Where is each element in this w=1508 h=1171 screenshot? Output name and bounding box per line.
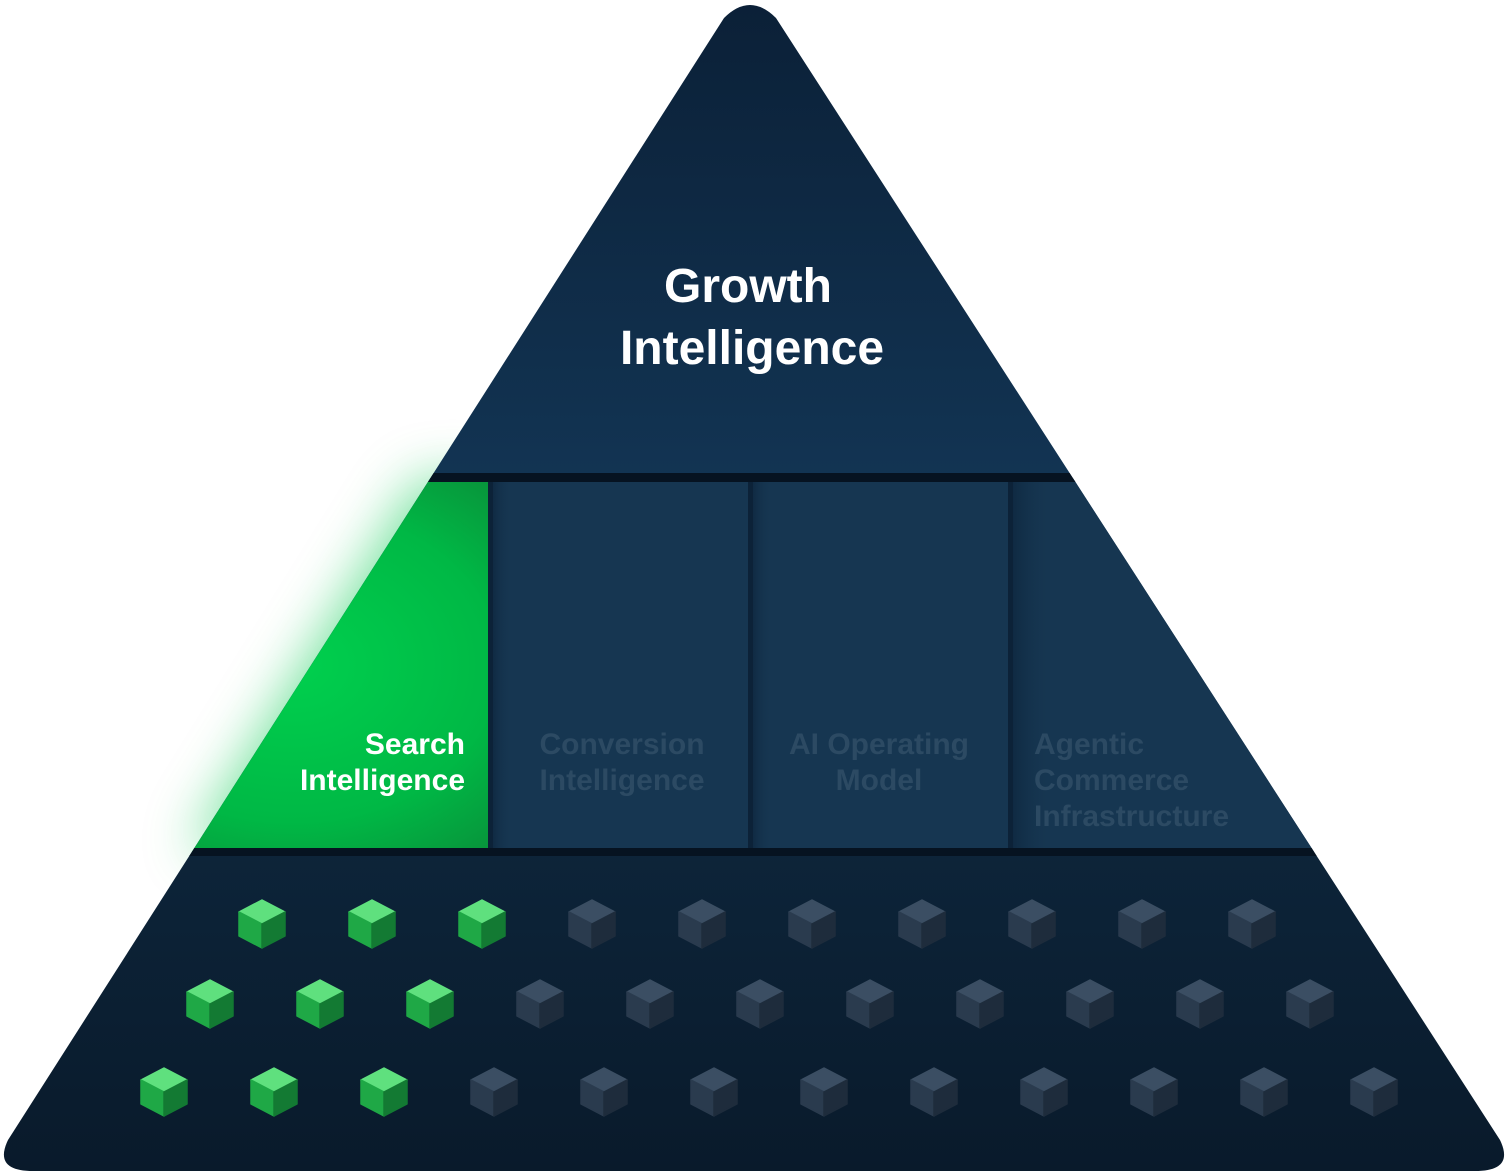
pillar-conversion-shade [492,478,748,852]
cube-right [319,991,344,1029]
cube-right [209,991,234,1029]
pillar-ai-line2: Model [836,764,923,797]
cube-right [1199,991,1224,1029]
cube-right [371,911,396,949]
cube-right [649,991,674,1029]
cube-inactive-icon [1286,979,1334,1029]
pillar-search-line1: Search [365,728,465,761]
cube-inactive-icon [678,899,726,949]
cube-inactive-icon [516,979,564,1029]
cube-right [921,911,946,949]
cube-right [811,911,836,949]
cube-right [591,911,616,949]
cube-right [1251,911,1276,949]
cube-inactive-icon [690,1067,738,1117]
cube-right [713,1079,738,1117]
cube-right [701,911,726,949]
cube-inactive-icon [788,899,836,949]
pillar-gutter [1008,478,1013,852]
cube-active-icon [250,1067,298,1117]
cube-inactive-icon [898,899,946,949]
cube-active-icon [406,979,454,1029]
cube-right [163,1079,188,1117]
cube-active-icon [296,979,344,1029]
cube-active-icon [140,1067,188,1117]
pillar-ai-line1: AI Operating [789,728,969,761]
cube-right [979,991,1004,1029]
pillar-gutter [748,478,753,852]
cube-inactive-icon [846,979,894,1029]
cube-right [1309,991,1334,1029]
cube-active-icon [238,899,286,949]
cube-right [383,1079,408,1117]
cube-right [1373,1079,1398,1117]
cube-right [1153,1079,1178,1117]
cube-inactive-icon [910,1067,958,1117]
cube-right [493,1079,518,1117]
pillar-search-line2: Intelligence [300,764,465,797]
apex-title-line2: Intelligence [620,322,884,375]
pillar-conversion-line1: Conversion [539,728,704,761]
cube-inactive-icon [1228,899,1276,949]
cube-inactive-icon [1130,1067,1178,1117]
cube-right [869,991,894,1029]
pillar-labels: Search Intelligence Conversion Intellige… [300,728,1229,833]
cube-right [603,1079,628,1117]
cube-right [759,991,784,1029]
cube-inactive-icon [470,1067,518,1117]
cube-right [1043,1079,1068,1117]
cube-right [1031,911,1056,949]
cube-right [429,991,454,1029]
cube-active-icon [458,899,506,949]
cube-inactive-icon [800,1067,848,1117]
cube-inactive-icon [1008,899,1056,949]
pillar-agentic-line3: Infrastructure [1034,800,1229,833]
cube-inactive-icon [1176,979,1224,1029]
cube-inactive-icon [568,899,616,949]
cube-active-icon [348,899,396,949]
cube-right [1089,991,1114,1029]
apex-title-line1: Growth [664,260,832,313]
cube-inactive-icon [1118,899,1166,949]
cube-inactive-icon [956,979,1004,1029]
pillar-agentic-line2: Commerce [1034,764,1189,797]
cube-inactive-icon [1350,1067,1398,1117]
foundation-cubes [140,899,1398,1117]
cube-right [261,911,286,949]
cube-inactive-icon [626,979,674,1029]
cube-active-icon [186,979,234,1029]
pillar-agentic-line1: Agentic [1034,728,1144,761]
cube-inactive-icon [580,1067,628,1117]
cube-right [933,1079,958,1117]
pillar-conversion-line2: Intelligence [539,764,704,797]
cube-active-icon [360,1067,408,1117]
cube-right [1263,1079,1288,1117]
cube-inactive-icon [736,979,784,1029]
apex-separator [3,473,1505,482]
cube-right [1141,911,1166,949]
pillar-ai-operating-shade [752,478,1008,852]
apex-band [3,5,1505,478]
foundation-separator [3,848,1505,856]
cube-right [481,911,506,949]
pillar-gutter [488,478,493,852]
cube-right [823,1079,848,1117]
cube-right [273,1079,298,1117]
cube-right [539,991,564,1029]
cube-inactive-icon [1066,979,1114,1029]
cube-inactive-icon [1240,1067,1288,1117]
cube-inactive-icon [1020,1067,1068,1117]
